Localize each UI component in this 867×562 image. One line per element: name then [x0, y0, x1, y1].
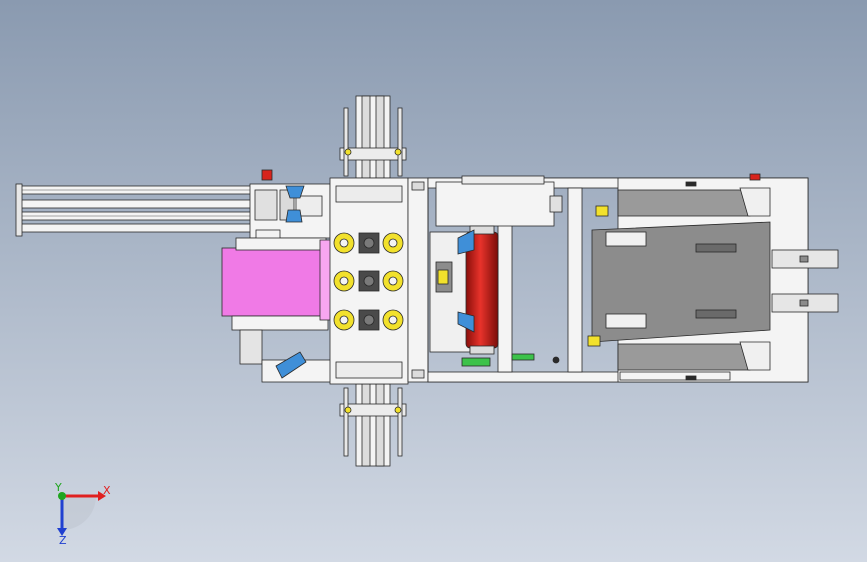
z-axis-label: Z: [59, 534, 67, 547]
left-guide-rails[interactable]: [15, 183, 269, 237]
clamp-actuator-center: [363, 275, 375, 287]
z-arrowhead: [57, 528, 67, 536]
clamp-bearing-hub: [388, 315, 398, 325]
machine-assembly[interactable]: [15, 95, 839, 467]
y-axis-label: Y: [54, 481, 62, 494]
clamp-bearing-hub: [339, 238, 349, 248]
housing-block[interactable]: [435, 175, 563, 227]
x-axis-label: X: [103, 484, 111, 497]
clamp-bearing-hub: [388, 276, 398, 286]
axis-triad: X Y Z: [54, 481, 111, 547]
right-base-plate[interactable]: [591, 177, 809, 383]
x-arrowhead: [98, 491, 106, 501]
clamp-bearing-hub: [339, 276, 349, 286]
vertical-slide-rail[interactable]: [339, 95, 407, 467]
triad-plane: [62, 496, 96, 530]
central-clamp-plate[interactable]: [329, 177, 409, 385]
right-fork[interactable]: [771, 249, 839, 313]
pink-fixture[interactable]: [221, 237, 335, 383]
clamp-bearing-hub: [339, 315, 349, 325]
y-axis-indicator: [58, 492, 66, 500]
clamp-actuator-center: [363, 237, 375, 249]
machine-details: [587, 173, 761, 381]
clamp-bearing-hub: [388, 238, 398, 248]
clamp-actuator-center: [363, 314, 375, 326]
red-cylinder[interactable]: [429, 225, 560, 367]
